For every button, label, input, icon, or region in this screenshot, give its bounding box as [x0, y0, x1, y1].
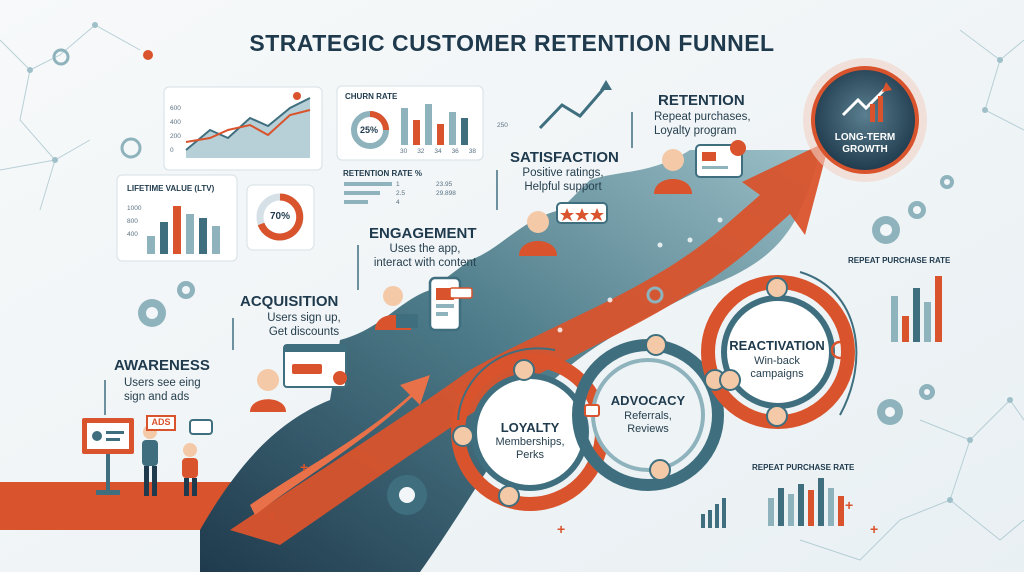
loop-advocacy-title: ADVOCACY: [610, 393, 686, 408]
repeat-purchase-label-bottom: REPEAT PURCHASE RATE: [752, 463, 855, 472]
retention-rate-label: RETENTION RATE %: [343, 169, 422, 178]
repeat-purchase-label-top: REPEAT PURCHASE RATE: [848, 256, 951, 265]
svg-text:+: +: [870, 521, 878, 537]
stage-engagement-title: ENGAGEMENT: [369, 225, 477, 242]
svg-text:+: +: [300, 459, 308, 475]
person-retention: [654, 149, 692, 194]
gear-icon: [387, 475, 427, 515]
growth-circle: [811, 66, 919, 174]
gear-icon: [138, 175, 954, 425]
person-engagement: [375, 286, 418, 330]
person-acquisition: [250, 369, 286, 412]
svg-text:+: +: [845, 497, 853, 513]
repeat-bars-bottom: [701, 478, 844, 528]
svg-text:+: +: [557, 521, 565, 537]
rating-stars-icon: [556, 202, 608, 224]
loop-reactivation-title: REACTIVATION: [729, 338, 825, 353]
arrow-node: [646, 286, 664, 304]
loop-arrow-outer: [799, 271, 858, 416]
misc-number: 250: [497, 122, 508, 129]
growth-chart-icon: [841, 86, 888, 117]
loop-loyalty-title: LOYALTY: [500, 420, 560, 435]
svg-text:+: +: [268, 507, 276, 523]
loop-advocacy-desc: Referrals,Reviews: [624, 410, 672, 435]
churn-widget: [336, 85, 484, 161]
gauge-value: 70%: [269, 211, 290, 222]
decor-dot-orange: [143, 50, 153, 60]
stage-retention-desc: Repeat purchases,Loyalty program: [654, 111, 751, 137]
speech-bubble-icon: [189, 419, 213, 435]
loop-loyalty-desc: Memberships,Perks: [495, 436, 565, 461]
trend-widget: [163, 86, 323, 171]
decor-ring-icon: [52, 48, 70, 66]
growth-bars-icon: [870, 104, 875, 122]
person-satisfaction: [519, 211, 557, 256]
ads-sign-label: ADS: [151, 417, 171, 427]
stage-satisfaction-title: SATISFACTION: [510, 149, 619, 166]
stage-satisfaction-desc: Positive ratings,Helpful support: [522, 167, 604, 193]
churn-rate-label: CHURN RATE: [345, 92, 398, 101]
growth-arrowhead-icon: [882, 82, 892, 92]
stage-retention-title: RETENTION: [658, 92, 745, 109]
loop-arrow-outer: [457, 347, 556, 421]
ads-sign: [146, 415, 176, 431]
plus-decor: + + + + + +: [268, 382, 878, 537]
refresh-icon: [830, 340, 850, 360]
leader-lines: [104, 112, 633, 415]
repeat-bars-top: [891, 276, 942, 342]
growth-arrow: [230, 140, 830, 545]
svg-text:+: +: [454, 382, 462, 398]
ltv-label: LIFETIME VALUE (LTV): [127, 184, 215, 193]
growth-bars-icon: [878, 96, 883, 122]
avatar: [452, 277, 788, 507]
stage-engagement-desc: Uses the app,interact with content: [373, 243, 477, 269]
arrow-dots: [557, 217, 723, 333]
loyalty-card-icon: [695, 140, 746, 178]
billboard-icon: [82, 418, 134, 495]
phone-icon: [428, 276, 473, 332]
mini-trend-icon: [538, 80, 612, 130]
retention-rate-widget: [344, 182, 392, 204]
decor-ring-icon: [120, 137, 142, 159]
network-nodes: [27, 22, 1013, 503]
ltv-widget: [116, 174, 238, 262]
stage-acquisition-title: ACQUISITION: [240, 293, 339, 310]
chat-icon: [584, 404, 600, 417]
churn-rate-value: 25%: [360, 125, 379, 135]
signup-browser-icon: [283, 344, 347, 388]
page-title: STRATEGIC CUSTOMER RETENTION FUNNEL: [249, 30, 775, 56]
gauge-widget: [246, 184, 315, 251]
person-awareness-2: [182, 443, 198, 496]
secondary-arrow: [250, 375, 430, 515]
stage-acquisition-desc: Users sign up,Get discounts: [267, 312, 341, 338]
stage-awareness-title: AWARENESS: [114, 357, 210, 374]
